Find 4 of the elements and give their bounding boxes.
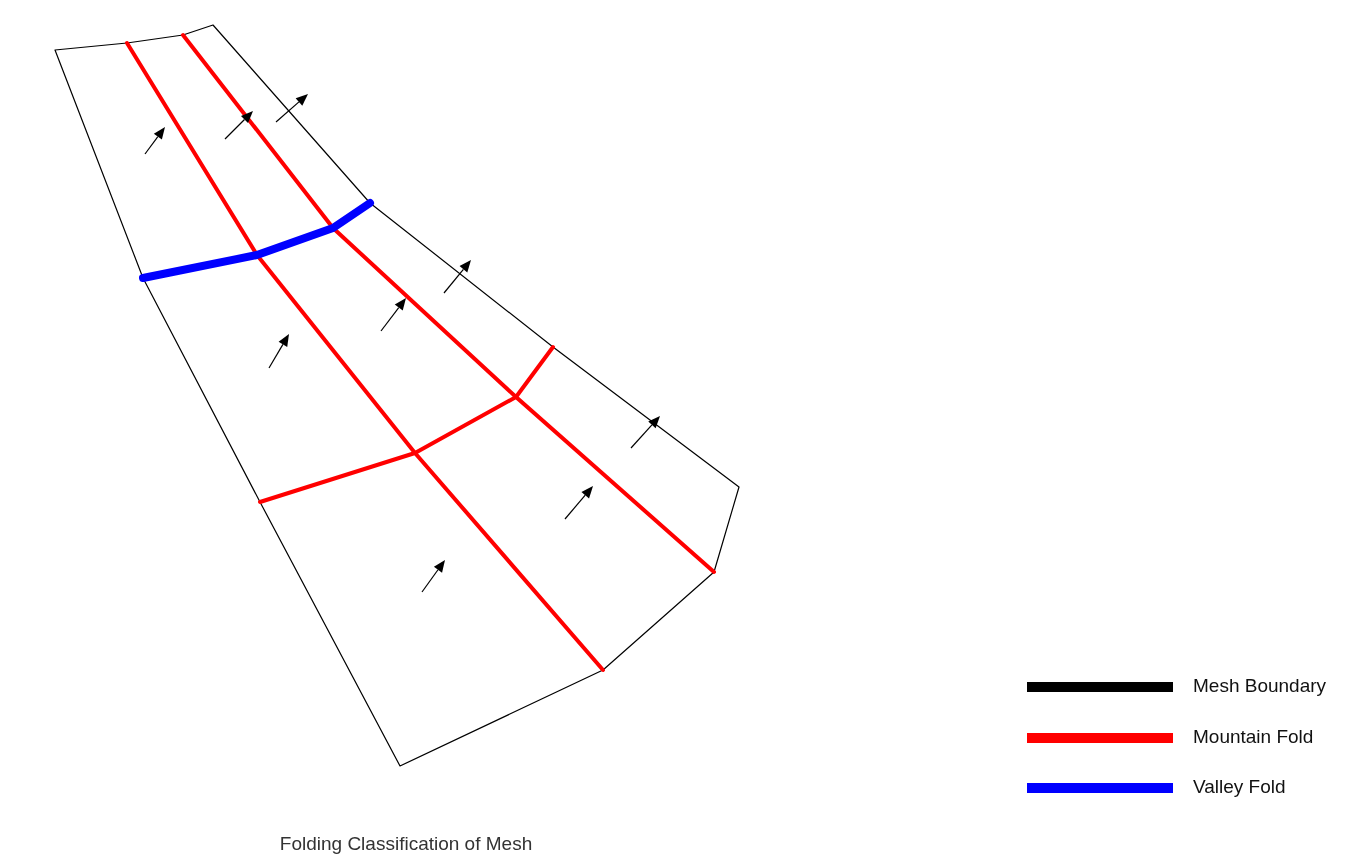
legend-label: Mountain Fold <box>1193 726 1314 748</box>
legend-label: Mesh Boundary <box>1193 675 1327 697</box>
legend-label: Valley Fold <box>1193 776 1286 798</box>
figure-caption: Folding Classification of Mesh <box>279 833 533 855</box>
